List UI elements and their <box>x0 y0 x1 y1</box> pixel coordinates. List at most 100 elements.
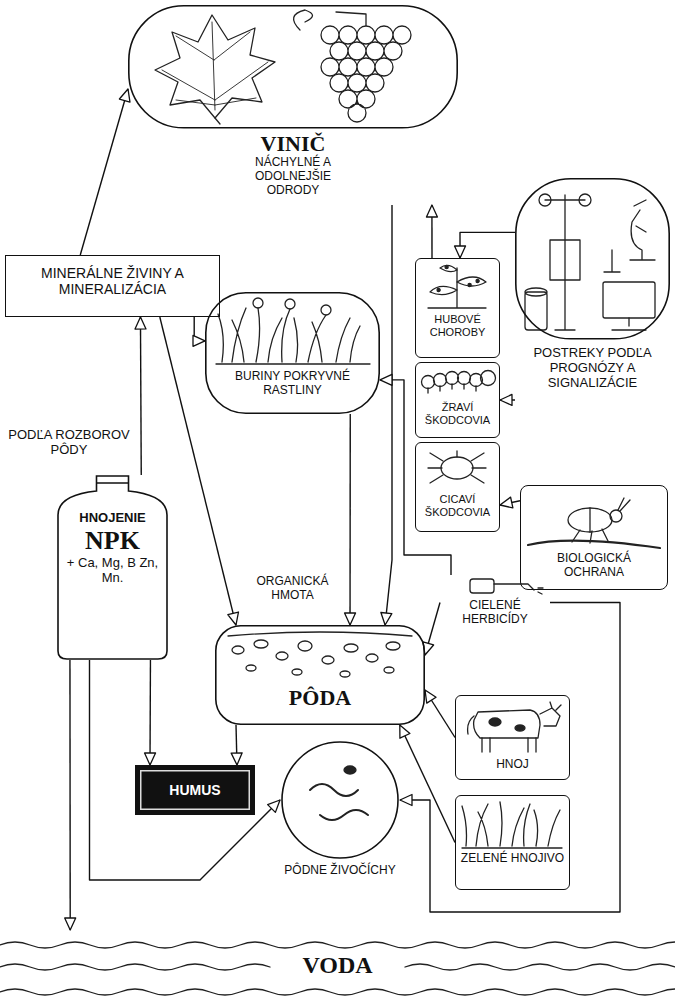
rain-gauge <box>525 292 547 330</box>
connector <box>426 205 437 258</box>
connector <box>90 660 281 880</box>
connector <box>160 317 239 625</box>
node-label: BIOLOGICKÁ OCHRANA <box>529 552 659 580</box>
soil-panel: PÔDA <box>215 625 425 725</box>
connector <box>231 725 242 765</box>
connector <box>80 89 130 255</box>
node-sublabel: NPK <box>85 526 140 556</box>
connector <box>65 660 76 930</box>
node-label: PÔDNE ŽIVOČÍCHY <box>284 864 395 878</box>
arrowhead <box>381 612 392 625</box>
connector <box>455 232 515 258</box>
node-label: MINERÁLNE ŽIVINY A MINERALIZÁCIA <box>38 265 188 297</box>
connector-line <box>385 205 392 625</box>
rain-gauge-top <box>525 288 547 296</box>
disease-box: HUBOVÉ CHOROBY <box>415 258 500 358</box>
arrowhead <box>455 246 466 258</box>
microscope <box>604 200 655 272</box>
node-label: VODA <box>294 952 380 980</box>
arrowhead <box>425 690 436 703</box>
leaf-stem <box>215 118 220 124</box>
green-manure-box: ZELENÉ HNOJIVO <box>455 795 570 890</box>
connector <box>400 603 620 913</box>
arrowhead <box>231 753 242 765</box>
pest-box: CICAVÍ ŠKODCOVIA <box>415 442 500 532</box>
grape-cluster <box>321 26 411 122</box>
arrowhead <box>145 753 156 765</box>
connector-line <box>69 660 71 930</box>
cow-spot <box>489 718 501 726</box>
soil-pebbles <box>232 640 400 677</box>
plant-leaves <box>430 265 486 294</box>
soil-beetle <box>344 766 356 774</box>
connector-line <box>160 317 236 625</box>
rounded-outline <box>216 626 424 724</box>
caterpillar-legs <box>428 384 476 393</box>
connector-line <box>400 603 620 913</box>
connector-line <box>425 690 455 738</box>
leaf-veins <box>162 22 268 110</box>
connector-line <box>140 317 142 475</box>
arrowhead <box>119 89 130 102</box>
water-band: VODA <box>0 930 675 1002</box>
node-label: BURINY POKRYVNÉ RASTLINY <box>223 370 363 398</box>
rounded-outline <box>129 6 457 128</box>
arrowhead <box>400 795 412 806</box>
node-label: ŽRAVÍ ŠKODCOVIA <box>420 401 495 426</box>
connector <box>400 725 455 843</box>
connector <box>145 660 156 765</box>
fertilizer-bottle: HNOJENIENPK+ Ca, Mg, B Zn, Mn. <box>55 475 170 660</box>
cow-spot <box>515 725 525 731</box>
edge-label: PODĽA ROZBOROV PÔDY <box>5 428 133 458</box>
connector <box>345 414 356 625</box>
station-box <box>550 240 580 280</box>
connector-line <box>90 660 281 880</box>
weeds-panel: BURINY POKRYVNÉ RASTLINY <box>205 292 380 414</box>
arrowhead <box>193 335 205 346</box>
bio-protection-box: BIOLOGICKÁ OCHRANA <box>520 485 668 590</box>
sprayer-lance <box>494 584 543 594</box>
node-sublabel: NÁCHYLNÉ A ODOLNEJŠIE ODRODY <box>238 156 348 197</box>
node-label: HUMUS <box>169 782 220 798</box>
monitor-stand <box>612 318 646 330</box>
bottle-outline <box>58 476 167 659</box>
soil-animals-circle: PÔDNE ŽIVOČÍCHY <box>280 740 400 900</box>
herbicide-icon: CIELENÉ HERBICÍDY <box>440 575 550 630</box>
node-label: ZELENÉ HNOJIVO <box>461 852 564 866</box>
weed-blades <box>216 308 370 364</box>
mite-body <box>441 457 473 479</box>
connector <box>500 497 520 508</box>
plant-panel: VINIČNÁCHYLNÉ A ODOLNEJŠIE ODRODY <box>128 5 458 205</box>
sprayer-tank <box>470 579 494 593</box>
connector-line <box>149 660 151 765</box>
rounded-outline <box>206 293 379 413</box>
mite-legs <box>428 451 486 483</box>
water-wave <box>0 942 675 948</box>
beneficial-insect-parts <box>572 498 630 543</box>
process-box: MINERÁLNE ŽIVINY A MINERALIZÁCIA <box>5 255 220 317</box>
humus-box: HUMUS <box>135 765 255 815</box>
station-mast <box>545 195 585 330</box>
arrowhead <box>400 725 410 738</box>
connector <box>135 317 146 475</box>
forecast-panel: POSTREKY PODĽA PROGNÓZY A SIGNALIZÁCIE <box>515 178 670 450</box>
manure-box: HNOJ <box>455 695 570 780</box>
note-label: ORGANICKÁ HMOTA <box>250 575 335 603</box>
connector <box>500 394 515 405</box>
arrowhead <box>135 317 146 329</box>
twig <box>528 541 660 548</box>
node-label: CICAVÍ ŠKODCOVIA <box>420 493 495 518</box>
water-wave <box>0 989 675 995</box>
connector-line <box>80 89 128 255</box>
arrowhead <box>65 918 76 930</box>
pest-box: ŽRAVÍ ŠKODCOVIA <box>415 362 500 438</box>
fungus-spots <box>437 265 479 291</box>
circle-outline <box>282 742 398 858</box>
arrowhead <box>345 613 356 625</box>
node-label: VINIČ <box>261 131 326 156</box>
arrowhead <box>228 612 239 625</box>
arrowhead <box>500 394 512 405</box>
